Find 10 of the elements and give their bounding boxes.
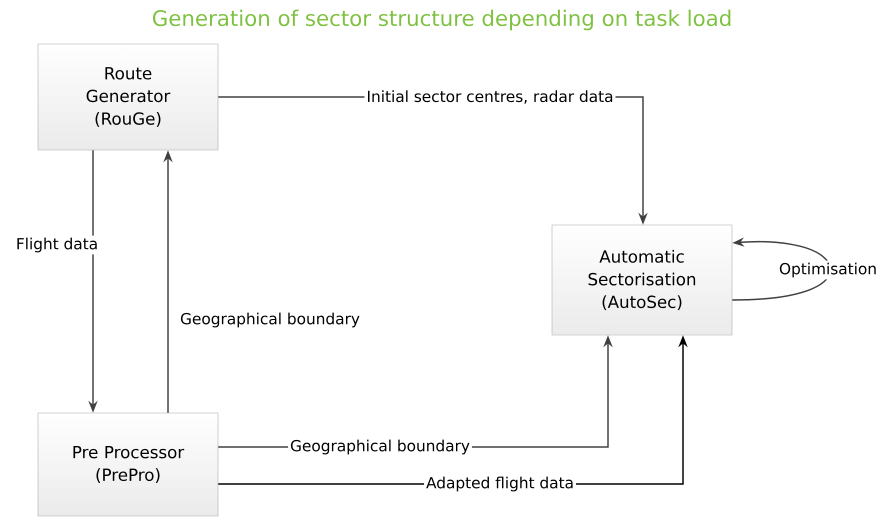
edge-label: Initial sector centres, radar data	[364, 88, 616, 106]
process-box: Automatic Sectorisation (AutoSec)	[552, 224, 732, 336]
edge-label: Flight data	[14, 236, 100, 254]
edge-label: Geographical boundary	[178, 310, 362, 330]
title: Generation of sector structure depending on task load	[152, 10, 730, 30]
process-box: Pre Processor (PrePro)	[38, 412, 218, 516]
edge-label: Optimisation	[777, 260, 880, 280]
edge-label: Geographical boundary	[288, 438, 472, 456]
process-box: Route Generator (RouGe)	[38, 44, 218, 150]
edge-label: Adapted flight data	[424, 474, 576, 494]
